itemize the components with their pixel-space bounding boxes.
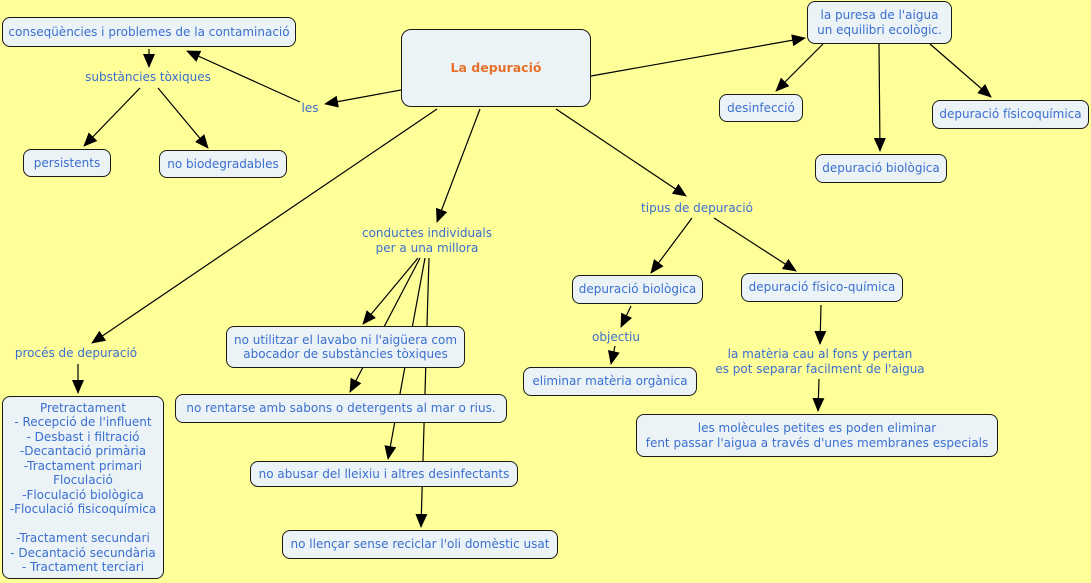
edge-tipus-depfisico xyxy=(713,217,797,272)
edge-root-conductes xyxy=(436,108,481,223)
edge-depbio-objectiu xyxy=(620,305,633,328)
concept-puresa-aigua[interactable]: la puresa de l'aigua un equilibri ecològ… xyxy=(807,1,952,44)
link-materia-cau[interactable]: la matèria cau al fons y pertan es pot s… xyxy=(715,347,925,376)
edge-objectiu-eliminar xyxy=(607,345,620,365)
link-tipus-depuracio[interactable]: tipus de depuració xyxy=(641,201,753,215)
edge-root-les xyxy=(324,89,402,108)
concept-no-llencar-oli[interactable]: no llençar sense reciclar l'oli domèstic… xyxy=(282,530,558,559)
edge-root-tipus xyxy=(555,108,687,197)
concept-no-utilitzar-lavabo[interactable]: no utilitzar el lavabo ni l'aigüera com … xyxy=(226,326,465,368)
concept-eliminar-materia-organica[interactable]: eliminar matèria orgànica xyxy=(523,367,697,396)
edge-materia-molecules xyxy=(812,378,825,412)
link-objectiu[interactable]: objectiu xyxy=(592,330,640,344)
edge-puresa-desinfeccio xyxy=(775,43,824,92)
edge-substancies-nobiodegradables xyxy=(157,87,209,149)
edge-conductes-noutilitzar xyxy=(362,257,419,325)
concept-depuracio-biologica[interactable]: depuració biològica xyxy=(572,275,703,304)
edge-root-proces xyxy=(91,108,438,344)
edge-puresa-depbio xyxy=(873,43,886,152)
concept-desinfeccio[interactable]: desinfecció xyxy=(719,94,803,122)
link-les[interactable]: les xyxy=(301,101,319,115)
concept-persistents[interactable]: persistents xyxy=(23,149,111,177)
edge-depfisico-materia xyxy=(814,304,827,345)
link-proces-depuracio[interactable]: procés de depuració xyxy=(14,346,138,360)
link-conductes-individuals[interactable]: conductes individuals per a una millora xyxy=(361,226,493,255)
concept-depuracio-biologica-top[interactable]: depuració biològica xyxy=(815,154,947,183)
edge-root-puresa xyxy=(590,34,806,77)
edge-puresa-depfisico xyxy=(929,43,992,98)
concept-proces-steps[interactable]: Pretractament - Recepció de l'influent -… xyxy=(2,396,164,579)
concept-no-rentarse[interactable]: no rentarse amb sabons o detergents al m… xyxy=(175,394,507,423)
concept-no-abusar-lleixiu[interactable]: no abusar del lleixiu i altres desinfect… xyxy=(250,461,518,487)
root-concept-la-depuracio[interactable]: La depuració xyxy=(401,29,591,107)
link-substancies-toxiques[interactable]: substàncies tòxiques xyxy=(85,70,211,84)
concept-consequencies[interactable]: conseqüències i problemes de la contamin… xyxy=(2,17,296,47)
edge-les-consequencies xyxy=(186,50,301,103)
edge-conductes-norentarse xyxy=(349,257,421,393)
concept-molecules-petites[interactable]: les molècules petites es poden eliminar … xyxy=(636,414,998,457)
concept-no-biodegradables[interactable]: no biodegradables xyxy=(159,150,287,178)
concept-depuracio-fisico-quimica[interactable]: depuració físico-química xyxy=(741,273,903,302)
edge-tipus-depbio xyxy=(650,217,693,274)
edge-substancies-persistents xyxy=(83,87,141,147)
concept-depuracio-fisicoquimica[interactable]: depuració físicoquímica xyxy=(932,100,1089,129)
